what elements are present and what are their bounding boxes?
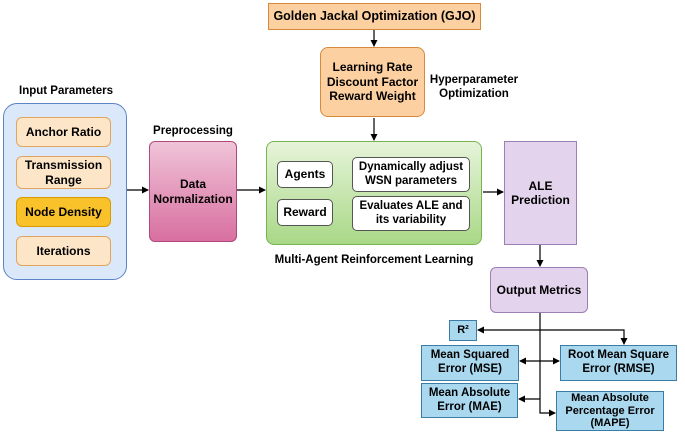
marl-caption: Multi-Agent Reinforcement Learning [274, 254, 474, 266]
metrics-trunk [539, 313, 556, 417]
reward-description-box: Evaluates ALE and its variability [352, 196, 470, 231]
output-metrics-label: Output Metrics [496, 282, 582, 297]
agents-description-box: Dynamically adjust WSN parameters [352, 157, 470, 192]
mae-label: Mean Absolute Error (MAE) [428, 386, 511, 413]
mape-label: Mean Absolute Percentage Error (MAPE) [565, 392, 655, 430]
reward-label: Reward [283, 205, 327, 220]
reward-box: Reward [277, 199, 333, 226]
reward-description: Evaluates ALE and its variability [359, 199, 463, 226]
transmission-range-label: Transmission Range [24, 158, 103, 187]
preprocessing-caption: Preprocessing [153, 125, 233, 137]
hyperparameter-box: Learning Rate Discount Factor Reward Wei… [320, 47, 425, 117]
iterations-box: Iterations [16, 236, 111, 266]
anchor-ratio-box: Anchor Ratio [16, 117, 111, 147]
node-density-box: Node Density [16, 197, 111, 227]
iterations-label: Iterations [36, 243, 91, 258]
gjo-label: Golden Jackal Optimization (GJO) [273, 9, 476, 23]
output-metrics-box: Output Metrics [490, 267, 588, 313]
r2-label: R² [457, 323, 469, 336]
discount-factor-label: Discount Factor [326, 74, 419, 89]
mae-box: Mean Absolute Error (MAE) [421, 383, 518, 418]
data-normalization-box: Data Normalization [149, 141, 237, 242]
learning-rate-label: Learning Rate [332, 60, 413, 75]
gjo-box: Golden Jackal Optimization (GJO) [268, 3, 481, 30]
r2-box: R² [449, 320, 477, 341]
anchor-ratio-label: Anchor Ratio [25, 124, 102, 139]
mse-box: Mean Squared Error (MSE) [421, 345, 519, 381]
mape-box: Mean Absolute Percentage Error (MAPE) [556, 391, 664, 431]
hyperparameter-caption-line1: Hyperparameter [429, 74, 519, 86]
data-normalization-label: Data Normalization [153, 177, 233, 206]
agents-label: Agents [284, 167, 326, 182]
rmse-box: Root Mean Square Error (RMSE) [560, 345, 677, 381]
ale-prediction-label: ALE Prediction [511, 178, 570, 207]
branch-rmse [540, 329, 628, 345]
agents-box: Agents [277, 161, 333, 188]
agents-description: Dynamically adjust WSN parameters [358, 160, 464, 187]
hyperparameter-caption-line2: Optimization [439, 88, 509, 101]
mse-label: Mean Squared Error (MSE) [430, 349, 510, 375]
hyperparameter-caption: Hyperparameter Optimization [429, 73, 519, 102]
rmse-label: Root Mean Square Error (RMSE) [568, 349, 669, 375]
reward-weight-label: Reward Weight [329, 89, 416, 104]
input-parameters-title: Input Parameters [19, 85, 113, 97]
transmission-range-box: Transmission Range [16, 156, 111, 189]
node-density-label: Node Density [25, 204, 102, 219]
ale-prediction-box: ALE Prediction [504, 141, 577, 245]
